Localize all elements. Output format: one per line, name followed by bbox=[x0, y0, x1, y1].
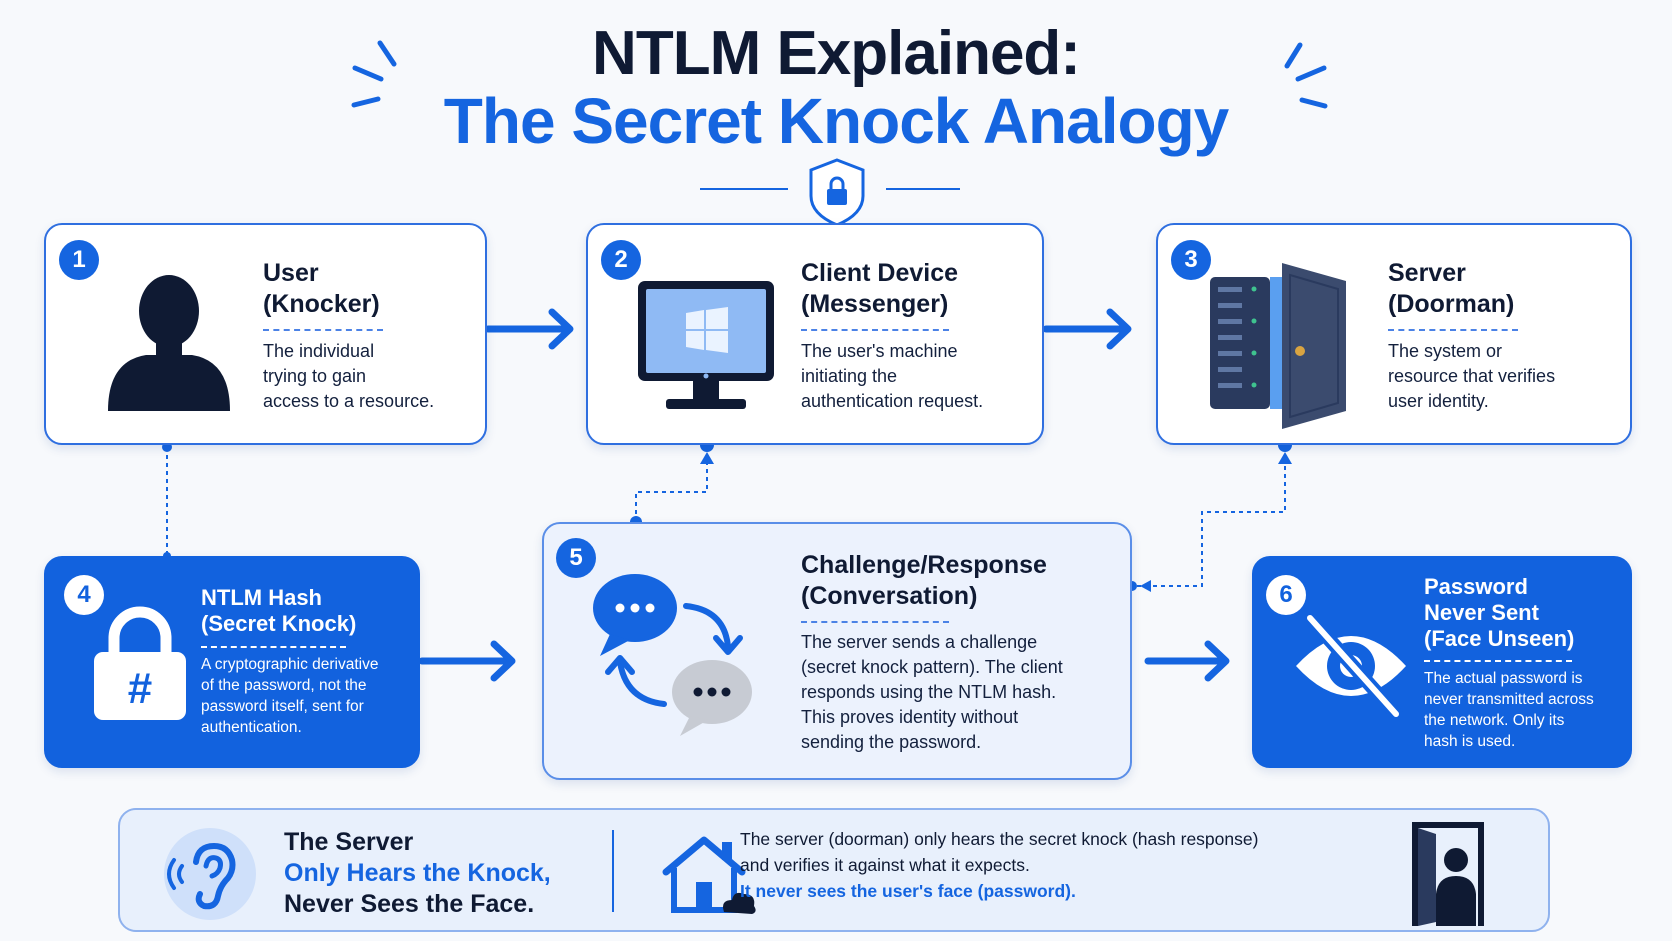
card-desc-line: resource that verifies bbox=[1388, 366, 1556, 386]
card-desc-line: the network. Only its bbox=[1424, 712, 1565, 729]
shield-lock-icon bbox=[809, 158, 865, 227]
arrow-1-to-2 bbox=[484, 308, 574, 350]
card-client-device: 2 Client Device (Messenger) The user's m… bbox=[586, 223, 1044, 445]
person-silhouette-icon bbox=[108, 275, 230, 411]
step-number: 2 bbox=[601, 240, 641, 280]
step-number: 4 bbox=[64, 575, 104, 615]
summary-left-line3: Never Sees the Face. bbox=[284, 890, 535, 918]
house-icon bbox=[662, 836, 756, 914]
card-title-line1: NTLM Hash bbox=[201, 585, 322, 610]
card-desc-line: The individual bbox=[263, 341, 375, 361]
card-desc-line: user identity. bbox=[1388, 391, 1489, 411]
summary-right-line3: It never sees the user's face (password)… bbox=[740, 881, 1076, 901]
padlock-hash-icon: # bbox=[94, 606, 186, 720]
card-title-line2: (Secret Knock) bbox=[201, 611, 357, 636]
card-desc-line: trying to gain bbox=[263, 366, 367, 386]
server-door-icon bbox=[1210, 263, 1346, 429]
card-desc-line: (secret knock pattern). The client bbox=[801, 657, 1063, 677]
card-user: 1 User (Knocker) The individual trying t… bbox=[44, 223, 487, 445]
card-desc-line: never transmitted across bbox=[1424, 691, 1594, 708]
card-password-never-sent: 6 Password Never Sent (Face Unseen) The … bbox=[1252, 556, 1632, 768]
card-title-line2: (Conversation) bbox=[801, 582, 978, 610]
card-title-line2: (Messenger) bbox=[801, 290, 949, 318]
card-title-line1: Client Device bbox=[801, 259, 959, 287]
card-desc-line: A cryptographic derivative bbox=[201, 656, 379, 673]
step-number: 6 bbox=[1266, 575, 1306, 615]
card-ntlm-hash: 4 # NTLM Hash (Secret Knock) A cryptogra… bbox=[44, 556, 420, 768]
card-title-line1: Password bbox=[1424, 574, 1528, 599]
arrow-4-to-5 bbox=[418, 640, 516, 682]
summary-left-line2: Only Hears the Knock, bbox=[284, 859, 551, 887]
summary-panel: The Server Only Hears the Knock, Never S… bbox=[118, 808, 1550, 932]
summary-divider bbox=[612, 830, 614, 912]
right-sparkle-icon bbox=[1284, 42, 1328, 109]
card-desc-line: initiating the bbox=[801, 366, 898, 386]
card-desc-line: The user's machine bbox=[801, 341, 958, 361]
step-number: 3 bbox=[1171, 240, 1211, 280]
monitor-windows-icon bbox=[638, 281, 774, 409]
card-title-line3: (Face Unseen) bbox=[1424, 626, 1575, 651]
card-title-line2: (Knocker) bbox=[263, 290, 380, 318]
page-title-line2: The Secret Knock Analogy bbox=[443, 85, 1230, 157]
card-desc-line: The system or bbox=[1388, 341, 1503, 361]
svg-text:#: # bbox=[128, 664, 152, 713]
eye-slash-icon bbox=[1296, 614, 1406, 718]
arrow-2-to-3 bbox=[1042, 308, 1132, 350]
card-title-line2: Never Sent bbox=[1424, 600, 1539, 625]
card-challenge-response: 5 Challenge/Response (Conversation) The … bbox=[542, 522, 1132, 780]
card-desc-line: sending the password. bbox=[801, 732, 982, 752]
page-title-line1: NTLM Explained: bbox=[592, 19, 1081, 88]
card-desc-line: password itself, sent for bbox=[201, 698, 364, 715]
doorway-figure-icon bbox=[1412, 822, 1484, 926]
arrow-5-to-6 bbox=[1144, 640, 1230, 682]
step-number: 5 bbox=[556, 538, 596, 578]
card-desc-line: This proves identity without bbox=[801, 707, 1019, 727]
left-sparkle-icon bbox=[351, 40, 397, 108]
card-title-line1: Challenge/Response bbox=[801, 551, 1047, 579]
card-desc-line: of the password, not the bbox=[201, 677, 367, 694]
summary-right-line2: and verifies it against what it expects. bbox=[740, 855, 1030, 875]
card-desc-line: authentication request. bbox=[801, 391, 984, 411]
summary-right-line1: The server (doorman) only hears the secr… bbox=[740, 829, 1259, 849]
card-title-line1: Server bbox=[1388, 259, 1466, 287]
chat-exchange-icon bbox=[593, 574, 752, 736]
card-desc-line: responds using the NTLM hash. bbox=[801, 682, 1057, 702]
step-number: 1 bbox=[59, 240, 99, 280]
summary-left-line1: The Server bbox=[284, 828, 414, 856]
card-title-line2: (Doorman) bbox=[1388, 290, 1515, 318]
card-title-line1: User bbox=[263, 259, 319, 287]
card-desc-line: authentication. bbox=[201, 719, 302, 736]
card-server: 3 Server (Doorman) The system or resourc… bbox=[1156, 223, 1632, 445]
card-desc-line: The server sends a challenge bbox=[801, 632, 1038, 652]
card-desc-line: access to a resource. bbox=[263, 391, 435, 411]
dotted-connectors bbox=[166, 447, 1286, 587]
ear-icon bbox=[164, 828, 256, 920]
card-desc-line: hash is used. bbox=[1424, 733, 1516, 750]
card-desc-line: The actual password is bbox=[1424, 670, 1583, 687]
